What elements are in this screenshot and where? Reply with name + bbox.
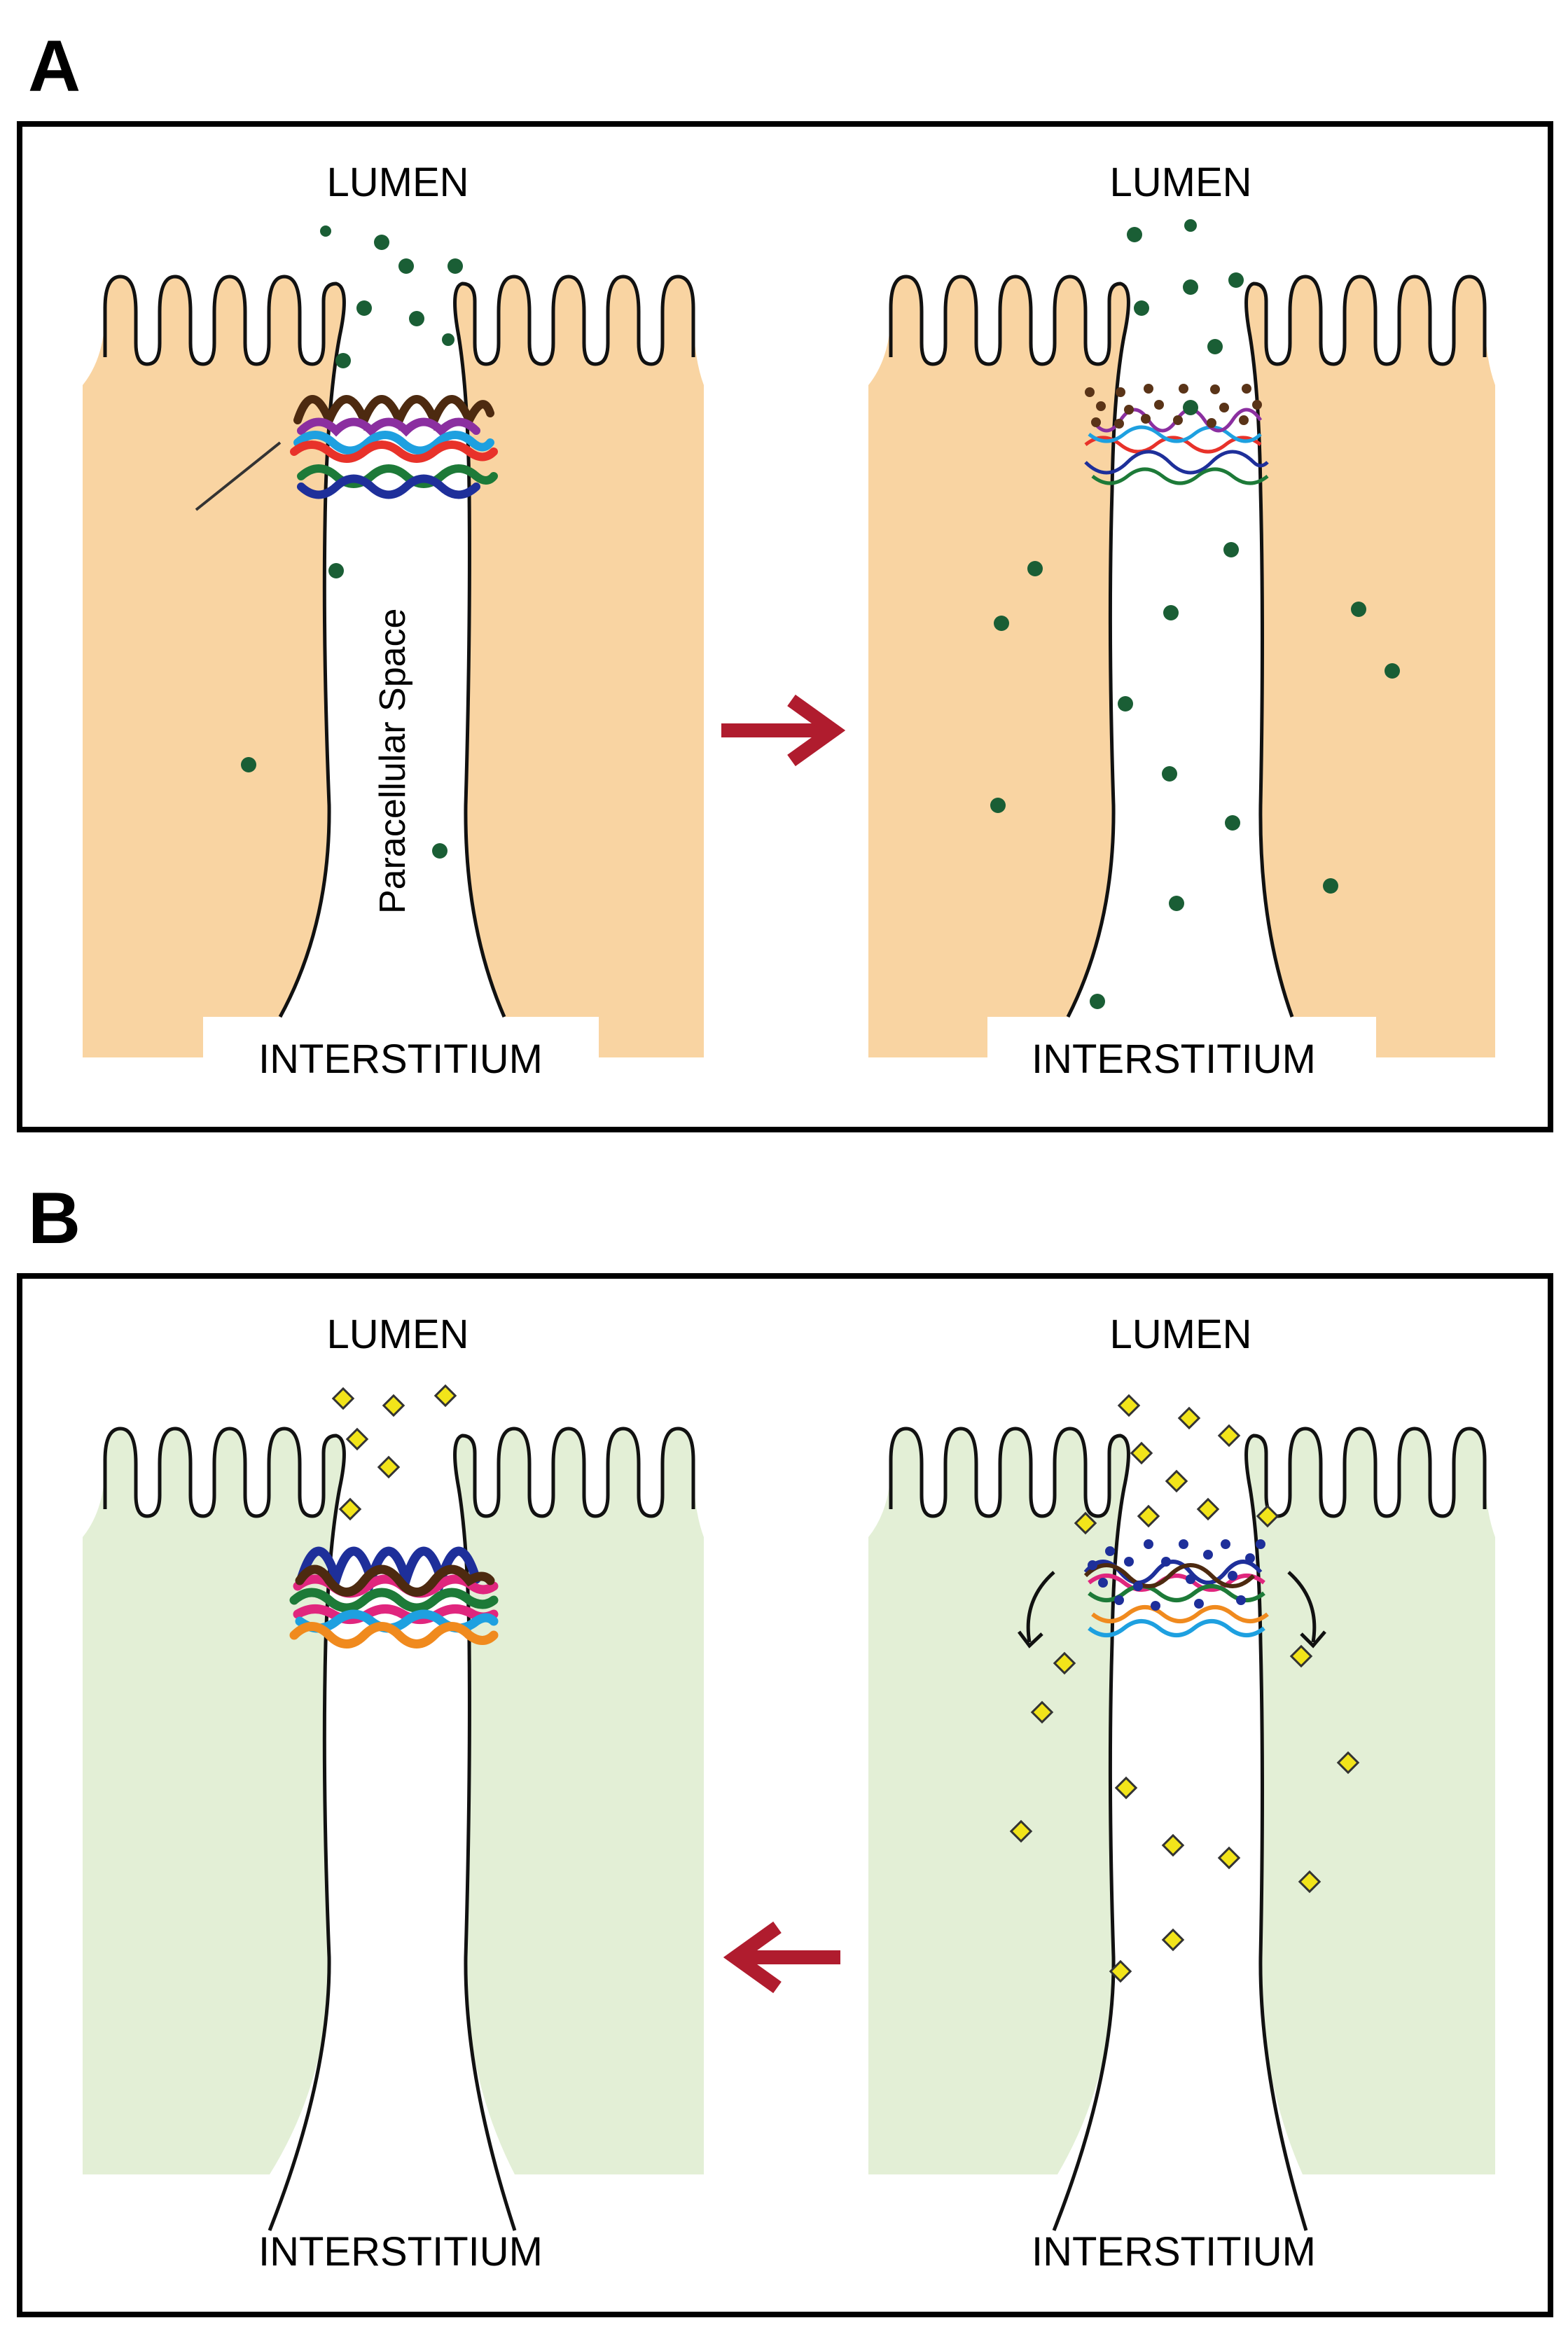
tight-junction-strands: [289, 1546, 499, 1649]
interstitium-label: INTERSTITIUM: [1032, 2229, 1316, 2275]
arrow-left-icon: [723, 1921, 840, 1994]
solute-molecules: [331, 1384, 457, 1521]
panel-a-letter: A: [28, 26, 81, 107]
panel-b-right-scene: LUMEN: [868, 1312, 1495, 2231]
arrow-right-icon: [721, 694, 846, 767]
tight-junction-strands: [290, 395, 498, 499]
epithelial-cell-right: [1246, 277, 1495, 1057]
panel-a-right-scene: LUMEN INTERSTITIUM: [868, 160, 1495, 1082]
epithelial-cell-left: [868, 1429, 1129, 2174]
panel-b-frame: [17, 1273, 1553, 2317]
cell-membrane-right: [1244, 1427, 1487, 2231]
pointer-line: [195, 441, 282, 511]
epithelial-cell-right: [455, 1429, 704, 2174]
epithelial-cell-right: [1246, 1429, 1495, 2174]
epithelial-cell-right: [455, 277, 704, 1057]
cell-membrane-left: [103, 1427, 346, 2231]
solute-molecules: [1009, 1394, 1360, 1983]
curved-arrows: [1018, 1571, 1326, 1649]
cell-membrane-left: [889, 275, 1130, 1018]
paracellular-space-label: Paracellular Space: [373, 609, 413, 914]
lumen-label: LUMEN: [326, 1312, 469, 1357]
tight-junction-strands: [1083, 1560, 1269, 1637]
interstitium-label: INTERSTITIUM: [258, 2229, 543, 2275]
lumen-label: LUMEN: [1109, 160, 1251, 205]
epithelial-cell-left: [83, 1429, 345, 2174]
panel-b-letter: B: [28, 1178, 81, 1259]
cell-membrane-right: [1244, 275, 1487, 1018]
interstitium-label: INTERSTITIUM: [258, 1036, 543, 1082]
lumen-label: LUMEN: [326, 160, 469, 205]
cell-membrane-left: [889, 1427, 1130, 2231]
panel-b-left-scene: LUMEN: [83, 1312, 704, 2231]
epithelial-cell-left: [83, 277, 345, 1057]
solute-molecules: [241, 225, 463, 859]
interstitium-label: INTERSTITIUM: [1032, 1036, 1316, 1082]
epithelial-cell-left: [868, 277, 1129, 1057]
panel-a-frame: [17, 121, 1553, 1132]
panel-a-left-scene: Paracellular Space LUMEN INTERSTITIUM: [83, 160, 704, 1082]
lumen-label: LUMEN: [1109, 1312, 1251, 1357]
solute-molecules: [990, 219, 1400, 1009]
cell-membrane-right: [453, 1427, 695, 2231]
phosphorylation-dots: [1088, 1539, 1265, 1611]
